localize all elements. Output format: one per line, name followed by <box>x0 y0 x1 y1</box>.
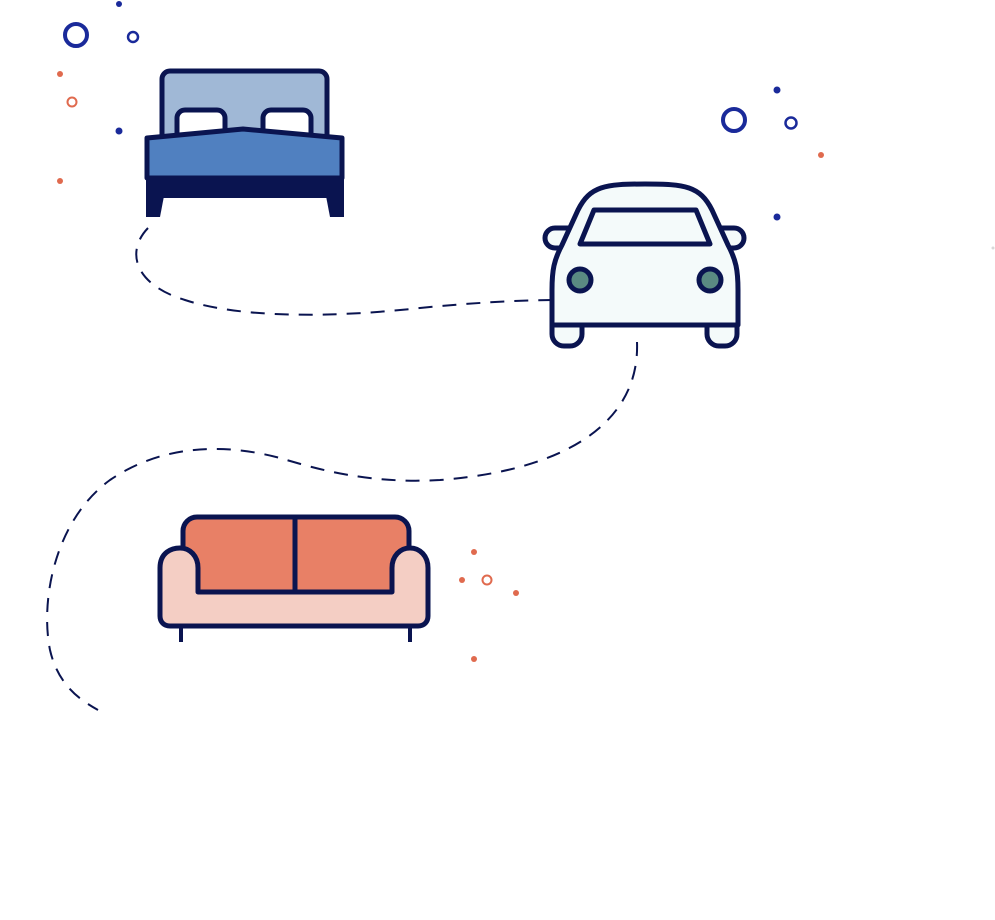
ring-decoration <box>126 30 140 44</box>
decoration-dots <box>57 1 995 662</box>
bed-icon <box>144 68 345 217</box>
dashed-path-car-to-sofa <box>46 341 639 711</box>
headlight-right-shape <box>696 266 724 294</box>
dashed-path-bed-to-car <box>135 227 556 316</box>
car-icon <box>542 181 747 349</box>
windshield-shape <box>577 207 713 247</box>
ring-decoration <box>721 107 747 133</box>
ring-decoration <box>66 96 78 108</box>
sofa-icon <box>157 514 431 642</box>
ring-decoration <box>784 116 798 130</box>
ring-decoration <box>481 574 493 586</box>
ring-decoration <box>63 22 89 48</box>
headlight-left-shape <box>566 266 594 294</box>
